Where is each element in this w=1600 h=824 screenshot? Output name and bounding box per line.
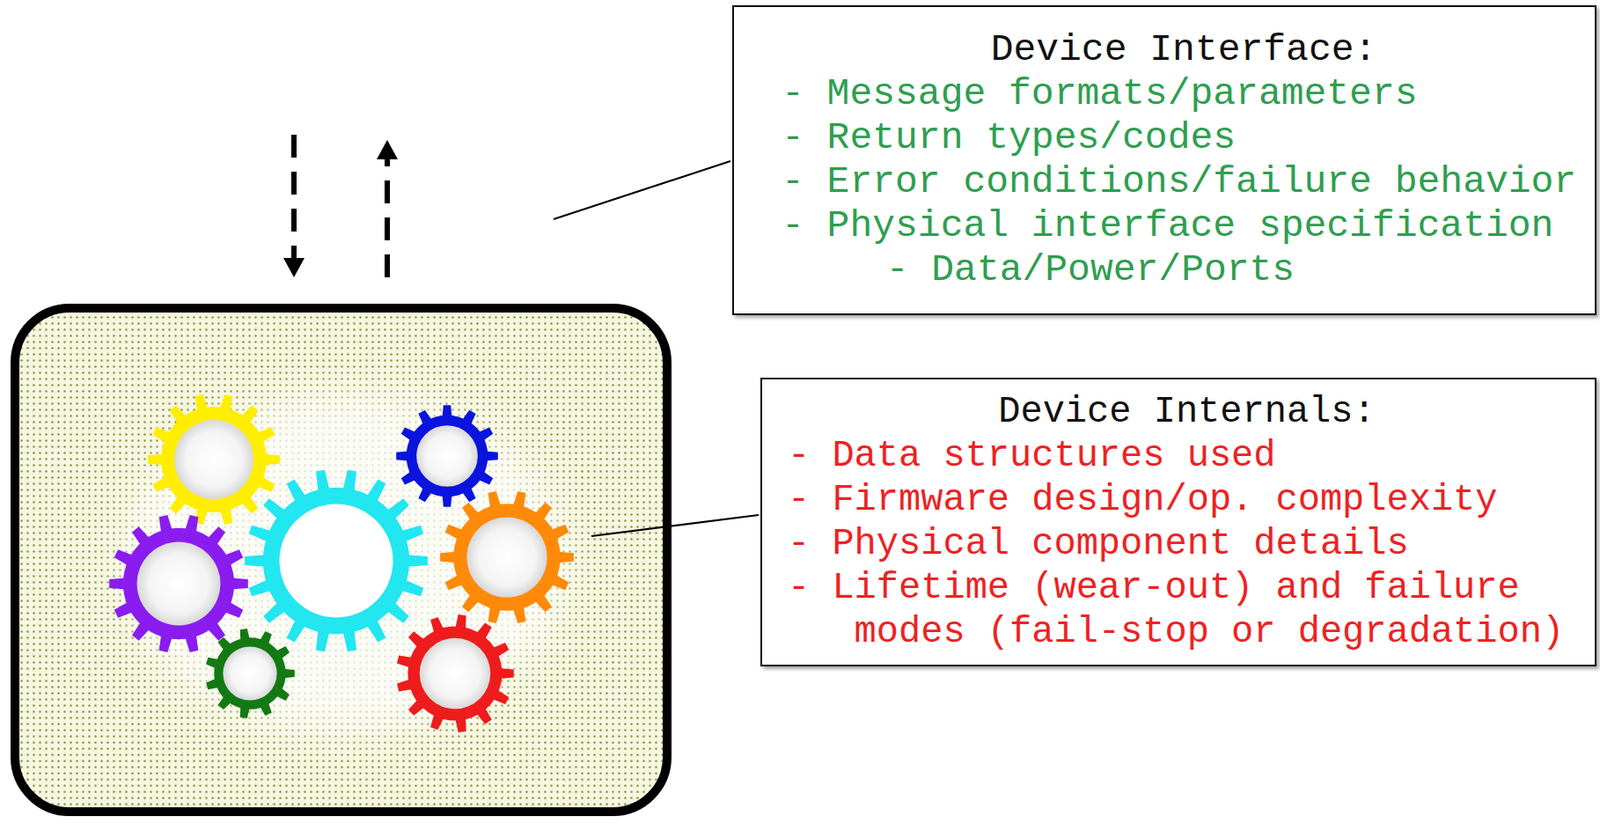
gear-hub [279,504,394,618]
bullet-item: - Physical component details [787,521,1586,566]
leader-line [553,161,731,220]
gear [147,394,280,525]
gear [440,491,574,624]
gear-group [109,394,574,733]
arrow-head [283,257,305,278]
gear-hub [137,542,221,626]
box-heading: Device Interface: [781,28,1586,73]
gear-hub [416,425,478,487]
bullet-item: - Lifetime (wear-out) and failure modes … [787,565,1586,654]
callout-box: Device Internals:- Data structures used-… [760,377,1597,667]
gear [244,469,428,652]
bullet-item: - Data structures used [787,433,1586,478]
arrow-head [376,139,398,160]
leader-line [591,514,759,536]
bullet-item: - Error conditions/failure behavior [781,160,1586,205]
gear [109,514,249,653]
bullet-item: - Return types/codes [781,116,1586,161]
gear-hub [466,516,547,597]
gear [396,404,499,507]
box-heading: Device Internals: [787,389,1586,434]
response-arrow [384,156,390,278]
gear-hub [222,645,277,700]
gear [396,614,514,733]
callout-box: Device Interface:- Message formats/param… [732,5,1597,316]
gear-hub [174,419,254,500]
device-housing [14,308,668,812]
request-arrow [291,134,297,261]
bullet-item: - Firmware design/op. complexity [787,477,1586,522]
gear [205,628,295,719]
bullet-item: - Physical interface specification [781,204,1586,249]
bullet-item: - Data/Power/Ports [886,248,1586,293]
gear-hub [419,638,491,709]
bullet-item: - Message formats/parameters [781,72,1586,117]
